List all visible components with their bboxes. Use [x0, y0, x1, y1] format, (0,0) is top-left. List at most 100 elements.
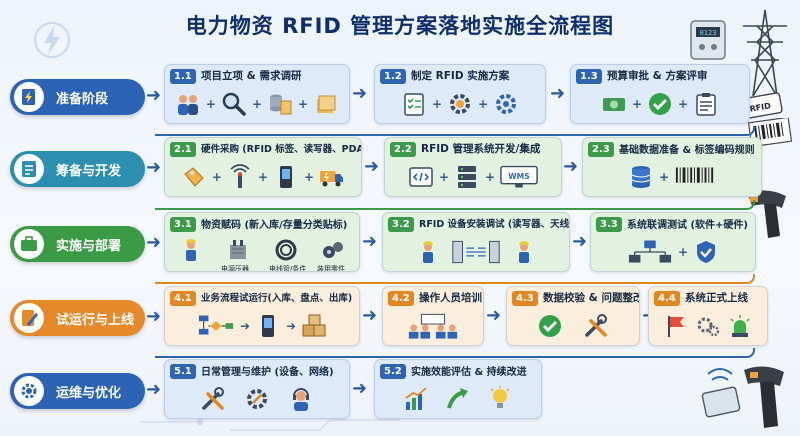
flow-arrow: ➜ — [362, 231, 378, 252]
step-label: 数据校验 & 问题整改 — [543, 292, 640, 304]
step-2-2: 2.2 RFID 管理系统开发/集成 + + WMS — [384, 137, 562, 197]
phase-deployment: 实施与部署 — [10, 226, 145, 262]
phase-arrow: ➜ — [146, 379, 162, 400]
step-number: 1.2 — [380, 69, 406, 84]
step-2-3: 2.3 基础数据准备 & 标签编码规则 + — [582, 137, 762, 197]
rfid-reader-scanner-icon — [701, 366, 784, 428]
plus-sign: ➜ — [239, 319, 250, 333]
step-label: 系统正式上线 — [685, 292, 748, 304]
flow-arrow: ➜ — [364, 156, 380, 177]
wms-monitor-icon: WMS — [499, 163, 539, 191]
electric-meter-icon: 0123 — [690, 20, 726, 60]
plus-sign: + — [631, 97, 642, 111]
phase-label: 试运行与上线 — [56, 312, 135, 328]
step-4-2: 4.2 操作人员培训 — [382, 286, 484, 346]
gear-icon — [14, 376, 44, 406]
boxes-icon — [300, 312, 328, 340]
magnifier-icon — [220, 90, 248, 118]
step-label: RFID 管理系统开发/集成 — [421, 143, 541, 155]
plus-sign: ➜ — [286, 319, 297, 333]
gear-wrench-icon — [243, 385, 271, 413]
svg-text:RFID: RFID — [749, 101, 772, 114]
plus-sign: + — [304, 170, 315, 184]
phase-trial-launch: 试运行与上线 — [10, 300, 145, 336]
step-3-3: 3.3 系统联调测试 (软件+硬件) + — [590, 212, 756, 272]
wms-label: WMS — [508, 172, 529, 181]
team-icon — [174, 90, 202, 118]
checklist-doc-icon — [400, 90, 428, 118]
plus-sign: + — [485, 170, 496, 184]
cable-coil-icon — [272, 236, 300, 264]
step-5-1: 5.1 日常管理与维护 (设备、网络) — [164, 359, 350, 419]
step-1-1: 1.1 项目立项 & 需求调研 + + + — [164, 64, 350, 124]
step-4-4: 4.4 系统正式上线 — [648, 286, 768, 346]
row-connector — [155, 274, 755, 284]
page-title: 电力物资 RFID 管理方案落地实施全流程图 — [185, 14, 615, 38]
flow-arrow: ➜ — [550, 83, 566, 104]
phase-label: 筹备与开发 — [56, 163, 122, 179]
bar-chart-icon — [402, 385, 430, 413]
phase-label: 运维与优化 — [56, 385, 122, 401]
flow-arrow: ➜ — [563, 156, 579, 177]
plus-sign: + — [658, 170, 670, 184]
phase-label: 实施与部署 — [56, 238, 122, 254]
row-connector — [155, 348, 755, 358]
pda-icon — [254, 312, 282, 340]
gear-icon — [446, 90, 474, 118]
plus-sign: + — [431, 97, 442, 111]
phase-arrow: ➜ — [146, 85, 162, 106]
rfid-tag-icon — [180, 163, 208, 191]
tools-icon — [582, 312, 610, 340]
gear-cycle-icon — [492, 90, 520, 118]
plus-sign: + — [678, 97, 689, 111]
antenna-reader-icon — [226, 163, 254, 191]
step-label: 项目立项 & 需求调研 — [201, 70, 302, 82]
phase-arrow: ➜ — [146, 157, 162, 178]
tools-icon — [199, 385, 227, 413]
step-label: 物资赋码 (新入库/存量分类贴标) — [201, 220, 348, 231]
step-label: 系统联调测试 (软件+硬件) — [627, 220, 749, 231]
network-icon — [626, 238, 674, 266]
step-number: 1.1 — [170, 69, 196, 84]
step-number: 4.1 — [170, 291, 196, 306]
plus-sign: + — [298, 97, 309, 111]
delivery-truck-icon — [318, 163, 346, 191]
lightbulb-icon — [486, 385, 514, 413]
step-label: 日常管理与维护 (设备、网络) — [201, 367, 334, 378]
phase-preparation: 准备阶段 — [10, 79, 145, 115]
step-label: 硬件采购 (RFID 标签、读写器、PDA) — [201, 144, 362, 155]
caption-transformer: 电源压器 — [221, 265, 249, 272]
step-number: 2.1 — [170, 142, 196, 157]
step-number: 4.2 — [388, 291, 414, 306]
flowchart-icon — [196, 312, 236, 340]
lightning-deco-icon — [34, 22, 70, 58]
training-icon — [403, 312, 463, 340]
alarm-light-icon — [726, 312, 754, 340]
step-5-2: 5.2 实施效能评估 & 持续改进 — [374, 359, 542, 419]
flow-arrow: ➜ — [486, 305, 502, 326]
barcode-icon — [673, 163, 717, 191]
briefcase-icon — [14, 229, 44, 259]
step-4-1: 4.1 业务流程试运行(入库、盘点、出库) ➜ ➜ — [164, 286, 360, 346]
check-circle-icon — [646, 90, 674, 118]
money-icon — [600, 90, 628, 118]
step-number: 2.2 — [390, 142, 416, 157]
phase-arrow: ➜ — [146, 306, 162, 327]
phase-operations: 运维与优化 — [10, 373, 145, 409]
worker-icon — [177, 236, 205, 264]
step-1-2: 1.2 制定 RFID 实施方案 + + — [374, 64, 546, 124]
step-label: RFID 设备安装调试 (读写器、天线) — [419, 219, 570, 230]
step-label: 业务流程试运行(入库、盘点、出库) — [201, 293, 353, 304]
worker-icon — [414, 238, 442, 266]
worker-icon — [510, 238, 538, 266]
step-number: 4.4 — [654, 291, 680, 306]
phase-label: 准备阶段 — [56, 91, 109, 107]
step-number: 3.3 — [596, 217, 622, 232]
database-doc-icon — [266, 90, 294, 118]
row-connector — [155, 200, 755, 210]
step-3-2: 3.2 RFID 设备安装调试 (读写器、天线) — [382, 212, 570, 272]
step-number: 4.3 — [512, 291, 538, 306]
step-number: 3.2 — [388, 217, 414, 232]
step-number: 5.2 — [380, 364, 406, 379]
pda-icon — [272, 163, 300, 191]
